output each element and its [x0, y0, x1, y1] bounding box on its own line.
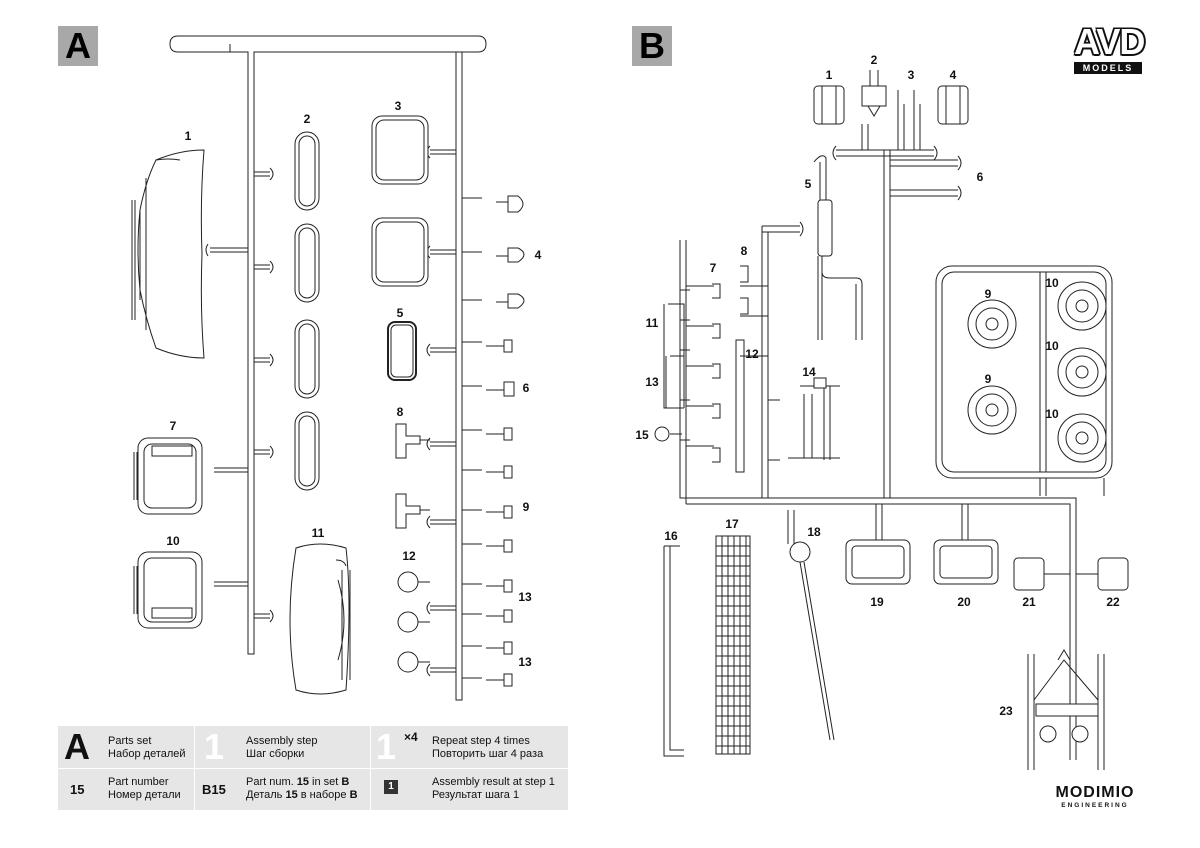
sprue-b-label-15: 15: [635, 428, 649, 442]
avd-logo-text: AVD: [1074, 21, 1145, 62]
legend-set-part-ru-pre: Деталь: [246, 789, 286, 801]
legend-panel: A Parts set Набор деталей 1 Assembly ste…: [58, 726, 568, 810]
sprue-b-label-7: 7: [710, 261, 717, 275]
sprue-b-label-20: 20: [957, 595, 971, 609]
modimio-logo: MODIMIO ENGINEERING: [1050, 784, 1140, 809]
legend-parts-set-symbol: A: [64, 726, 90, 767]
legend-set-part-en-num: 15: [296, 776, 309, 788]
sprue-b-label-19: 19: [870, 595, 884, 609]
sprue-a-label-13b: 13: [518, 655, 532, 669]
sprue-b-label-17: 17: [725, 517, 739, 531]
legend-parts-set-en: Parts set: [108, 735, 152, 747]
sprue-a-part-labels: 1 2 3 4 5 6 7 8 9 10 11 12 13 13: [166, 99, 541, 669]
sprue-b-label-11: 11: [646, 316, 659, 330]
legend-set-part-ru: Деталь 15 в наборе B: [246, 789, 358, 802]
legend-step-text: Assembly step Шаг сборки: [246, 735, 318, 761]
legend-set-part-ru-num: 15: [285, 789, 298, 801]
sprue-b-label-5: 5: [805, 177, 812, 191]
legend-repeat-symbol: 1: [376, 726, 397, 767]
legend-part-number-text: Part number Номер детали: [108, 776, 181, 802]
legend-set-part-symbol: B15: [202, 782, 226, 797]
legend-result-symbol: 1: [384, 780, 398, 794]
legend-parts-set-text: Parts set Набор деталей: [108, 735, 186, 761]
sprue-b-label-10a: 10: [1045, 276, 1059, 290]
legend-result-ru: Результат шага 1: [432, 789, 520, 801]
sprue-b-label-9a: 9: [985, 287, 992, 301]
sprue-a-label-4: 4: [535, 248, 542, 262]
sprue-b-label-22: 22: [1106, 595, 1120, 609]
legend-part-en: Part number: [108, 776, 169, 788]
legend-step-en: Assembly step: [246, 735, 318, 747]
avd-models-logo: AVD MODELS: [1074, 21, 1145, 74]
sprue-b-label-6: 6: [977, 170, 984, 184]
sprue-b-label-21: 21: [1022, 595, 1036, 609]
modimio-logo-subtext: ENGINEERING: [1061, 802, 1129, 809]
set-a-label: A: [58, 26, 98, 66]
sprue-b-label-23: 23: [999, 704, 1013, 718]
sprue-a-label-13a: 13: [518, 590, 532, 604]
sprue-a-label-6: 6: [523, 381, 530, 395]
legend-set-part-en-set: B: [341, 776, 350, 788]
sprue-b-label-16: 16: [664, 529, 678, 543]
sprue-b-label-1: 1: [826, 68, 833, 82]
sprue-a-label-3: 3: [395, 99, 402, 113]
legend-set-part-text: Part num. 15 in set B Деталь 15 в наборе…: [246, 776, 358, 802]
legend-repeat-ru: Повторить шаг 4 раза: [432, 748, 544, 760]
legend-repeat-en: Repeat step 4 times: [432, 735, 530, 747]
sprue-b-label-18: 18: [807, 525, 821, 539]
sprue-a-label-10: 10: [166, 534, 180, 548]
legend-repeat-text: Repeat step 4 times Повторить шаг 4 раза: [432, 735, 543, 761]
set-b-label: B: [632, 26, 672, 66]
sprue-b-label-10c: 10: [1045, 407, 1059, 421]
sprue-a-label-2: 2: [304, 112, 311, 126]
sprue-b-label-13: 13: [645, 375, 659, 389]
sprue-a-label-7: 7: [170, 419, 177, 433]
legend-set-part-en-mid: in set: [309, 776, 342, 788]
sprue-b-label-14: 14: [802, 365, 816, 379]
sprue-a-label-1: 1: [185, 129, 192, 143]
legend-part-ru: Номер детали: [108, 789, 181, 801]
sprue-b-label-8: 8: [741, 244, 748, 258]
avd-logo-subtext: MODELS: [1074, 62, 1142, 74]
sprue-a-label-11: 11: [312, 526, 325, 540]
sprue-a-label-9: 9: [523, 500, 530, 514]
sprue-b-label-4: 4: [950, 68, 957, 82]
legend-step-symbol: 1: [204, 726, 225, 767]
legend-repeat-multiplier: ×4: [404, 730, 418, 744]
sprue-a-label-8: 8: [397, 405, 404, 419]
sprue-b-label-10b: 10: [1045, 339, 1059, 353]
legend-set-part-ru-mid: в наборе: [297, 789, 350, 801]
modimio-logo-text: MODIMIO: [1055, 784, 1135, 801]
sprue-b-label-12: 12: [745, 347, 759, 361]
sprue-a-label-12: 12: [402, 549, 416, 563]
sprue-b-label-9b: 9: [985, 372, 992, 386]
legend-part-number-symbol: 15: [70, 782, 85, 797]
legend-set-part-en: Part num. 15 in set B: [246, 776, 358, 789]
sprue-b-label-3: 3: [908, 68, 915, 82]
sprue-b-part-labels: 1 2 3 4 5 6 7 8 9 9 10 10 10 11 12 13 14…: [635, 53, 1120, 718]
legend-result-en: Assembly result at step 1: [432, 776, 555, 788]
sprue-b-label-2: 2: [871, 53, 878, 67]
legend-set-part-ru-set: B: [349, 789, 358, 801]
legend-parts-set-ru: Набор деталей: [108, 748, 186, 760]
sprue-a-label-5: 5: [397, 306, 404, 320]
legend-step-ru: Шаг сборки: [246, 748, 305, 760]
legend-set-part-en-pre: Part num.: [246, 776, 297, 788]
legend-result-text: Assembly result at step 1 Результат шага…: [432, 776, 555, 802]
